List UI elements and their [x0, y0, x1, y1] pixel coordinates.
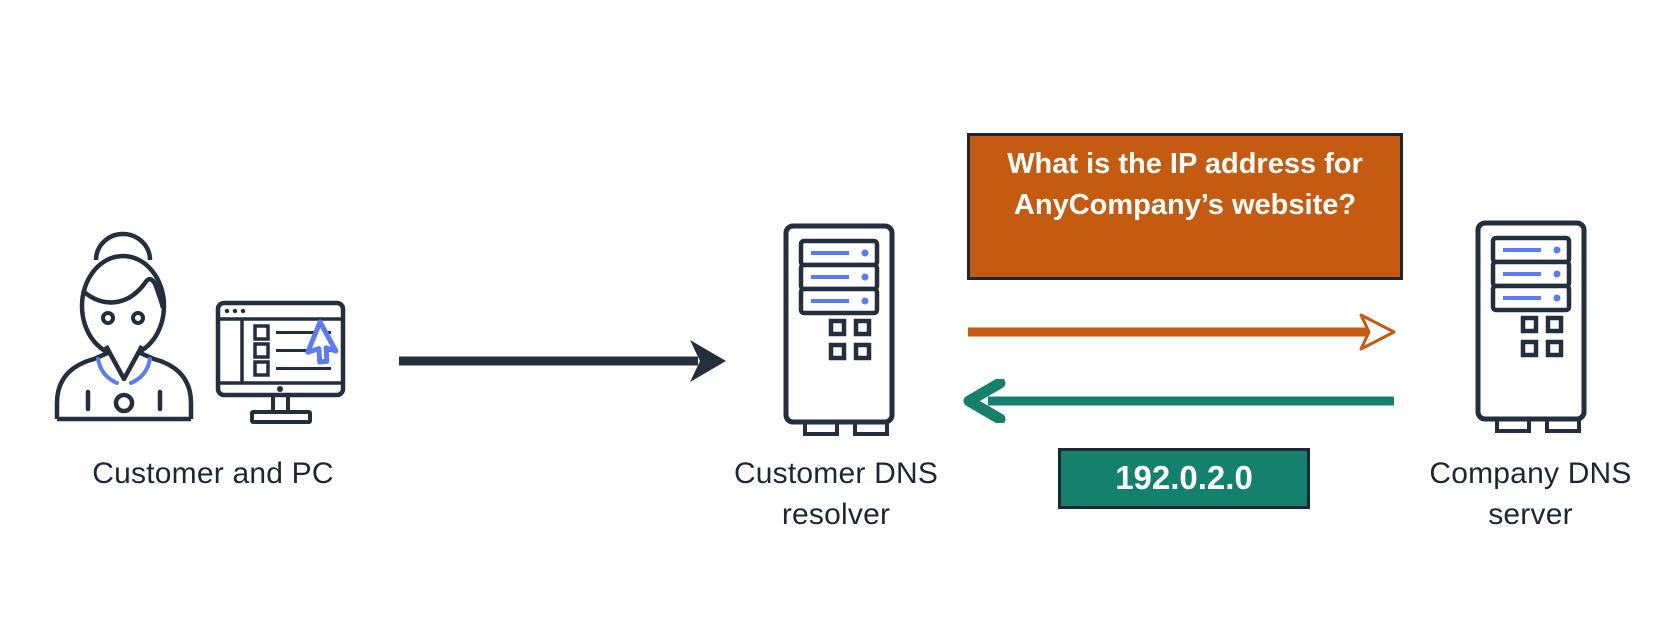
- node-label-customer-pc: Customer and PC: [92, 457, 334, 490]
- server-tower-icon: [1475, 220, 1587, 433]
- cursor-icon: [305, 319, 339, 365]
- query-message-box: What is the IP address for AnyCompany’s …: [967, 133, 1403, 280]
- node-label-customer-dns-resolver: Customer DNS resolver: [733, 457, 939, 531]
- node-label-company-dns-server: Company DNS server: [1429, 457, 1632, 531]
- response-message-text: 192.0.2.0: [1115, 459, 1253, 496]
- woman-user-icon: [54, 231, 194, 422]
- response-arrow: [963, 379, 1394, 423]
- response-message-box: 192.0.2.0: [1058, 448, 1310, 509]
- server-tower-icon: [783, 223, 895, 436]
- pc-monitor-icon: [215, 300, 346, 424]
- query-arrow: [968, 313, 1396, 351]
- query-message-text: What is the IP address for AnyCompany’s …: [1007, 148, 1363, 222]
- request-arrow: [399, 340, 726, 382]
